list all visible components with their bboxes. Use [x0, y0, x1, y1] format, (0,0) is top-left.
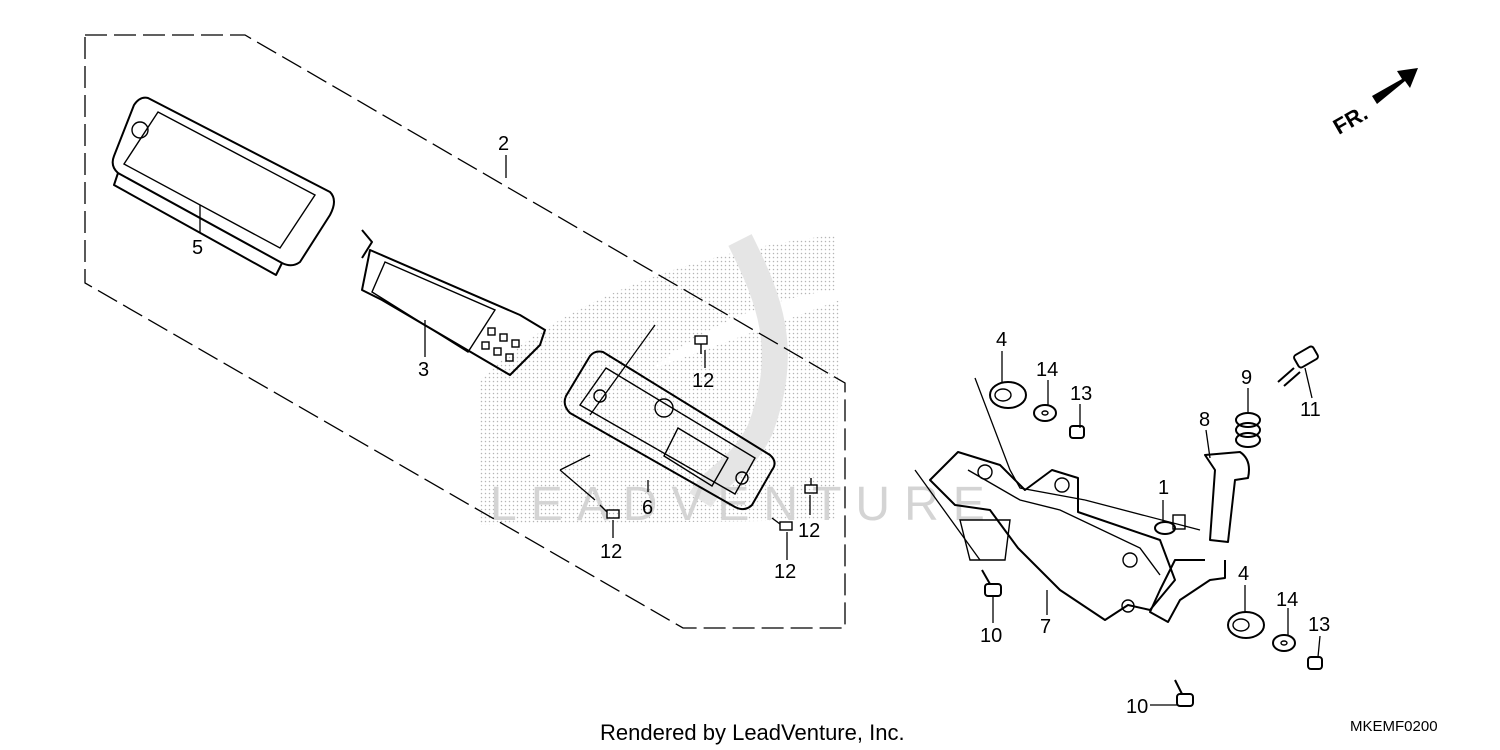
- callout-label: 7: [1040, 616, 1051, 638]
- part-3-display-unit: [361, 229, 546, 376]
- callout-label: 6: [642, 497, 653, 519]
- callout-label: 4: [996, 329, 1007, 351]
- callout-label: 12: [774, 561, 796, 583]
- callout-label: 13: [1308, 614, 1330, 636]
- bolt-icon-10: [981, 569, 1194, 707]
- callout-label: 3: [418, 359, 429, 381]
- callout-labels: 1 2 3 4 4 5 6 7 8 9 10 10 11 12 12 12 12…: [192, 133, 1330, 718]
- callout-label: 10: [1126, 696, 1148, 718]
- callout-label: 10: [980, 625, 1002, 647]
- screw-icon: [599, 504, 620, 519]
- grommet-icon-4: [989, 381, 1265, 639]
- callout-label: 13: [1070, 383, 1092, 405]
- callout-label: 12: [798, 520, 820, 542]
- callout-label: 14: [1036, 359, 1058, 381]
- part-1-collar: [1154, 514, 1186, 535]
- part-5-cover: [111, 96, 335, 276]
- honda-wing-watermark-icon: [480, 234, 840, 525]
- part-6-case: [563, 350, 776, 511]
- front-direction-arrow-icon: FR.: [1329, 68, 1418, 139]
- screw-icon-set-12: [599, 335, 818, 531]
- callout-label: 8: [1199, 409, 1210, 431]
- leader-lines: [199, 155, 1321, 706]
- nut-icon-13: [1069, 425, 1323, 670]
- callout-label: 12: [692, 370, 714, 392]
- footer-credit: Rendered by LeadVenture, Inc.: [600, 720, 905, 745]
- direction-label: FR.: [1329, 100, 1372, 139]
- screw-icon: [804, 478, 818, 494]
- washer-icon-14: [1033, 404, 1296, 652]
- callout-label: 1: [1158, 477, 1169, 499]
- assembly-outline: [84, 34, 846, 629]
- callout-label: 12: [600, 541, 622, 563]
- callout-label: 14: [1276, 589, 1298, 611]
- callout-label: 5: [192, 237, 203, 259]
- screw-icon: [771, 517, 793, 531]
- callout-label: 9: [1241, 367, 1252, 389]
- screw-icon: [694, 335, 708, 354]
- part-11-bolt: [1277, 345, 1319, 387]
- watermark-text: LEADVENTURE: [490, 478, 999, 531]
- part-8-hook: [1149, 451, 1250, 623]
- part-9-spring: [1235, 412, 1261, 448]
- diagram-code: MKEMF0200: [1350, 718, 1438, 735]
- callout-label: 4: [1238, 563, 1249, 585]
- callout-label: 11: [1300, 399, 1321, 421]
- callout-label: 2: [498, 133, 509, 155]
